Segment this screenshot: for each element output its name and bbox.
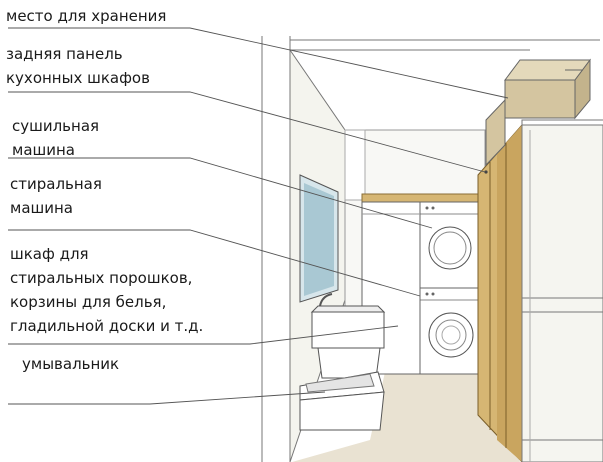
label-back-panel: задняя панель кухонных шкафов [6,42,150,90]
upper-basin [310,293,386,379]
leader-lines [8,27,509,405]
label-washer-line2: машина [10,199,73,217]
machines-shelf [361,193,483,203]
label-cabinet-line3: корзины для белья, [10,293,167,311]
label-dryer: сушильная машина [12,114,99,162]
floor [292,372,520,462]
label-back-panel-line2: кухонных шкафов [6,69,150,87]
label-washer-line1: стиральная [10,175,102,193]
right-shelving [521,119,603,462]
label-back-panel-line1: задняя панель [6,45,123,63]
storage-boxes [485,58,591,167]
label-cabinet: шкаф для стиральных порошков, корзины дл… [10,242,203,338]
label-storage-text: место для хранения [6,7,167,25]
washing-machine [419,287,481,375]
sink-unit [299,371,385,431]
kitchen-cabinet-back-panel [477,123,523,462]
label-sink: умывальник [22,352,119,376]
dryer-machine [419,201,481,289]
label-washer: стиральная машина [10,172,102,220]
label-dryer-line2: машина [12,141,75,159]
label-cabinet-line1: шкаф для [10,245,89,263]
label-cabinet-line4: гладильной доски и т.д. [10,317,204,335]
label-storage: место для хранения [6,4,166,28]
label-sink-text: умывальник [22,355,120,373]
label-cabinet-line2: стиральных порошков, [10,269,193,287]
label-dryer-line1: сушильная [12,117,100,135]
